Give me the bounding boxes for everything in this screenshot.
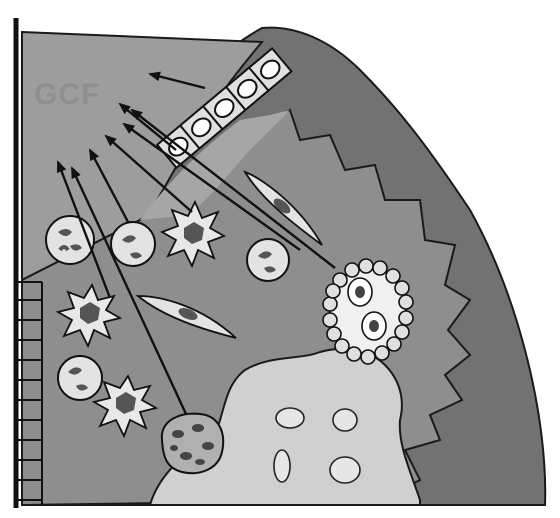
neutrophil-cell <box>111 222 155 266</box>
blood-vessel <box>323 259 413 364</box>
neutrophil-cell <box>58 356 102 400</box>
gcf-label: GCF <box>34 78 100 111</box>
osteoclast-cell <box>162 414 223 473</box>
neutrophil-cell <box>247 239 289 281</box>
